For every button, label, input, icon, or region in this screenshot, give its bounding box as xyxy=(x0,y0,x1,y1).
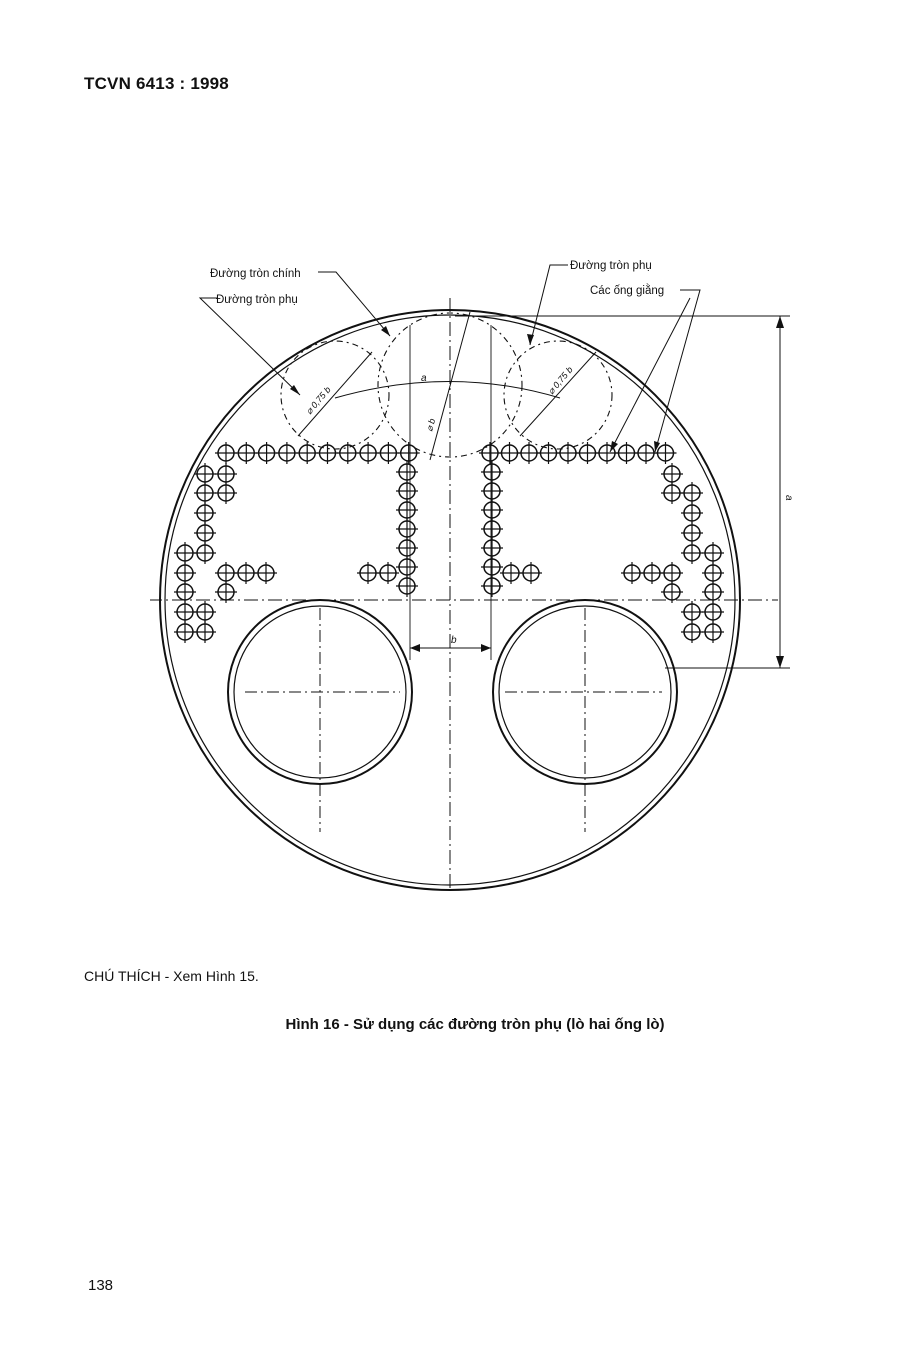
arrow-main-circle xyxy=(381,326,390,336)
figure-caption-wrapper: Hình 16 - Sử dụng các đường tròn phụ (lò… xyxy=(0,1016,898,1033)
main-circle xyxy=(377,312,523,458)
diameter-left-leader xyxy=(297,351,373,437)
dimension-a-horizontal-label: a xyxy=(421,373,427,384)
arrow-dim-a-bottom xyxy=(776,656,784,668)
label-aux-circle-right: Đường tròn phụ xyxy=(570,260,652,272)
label-aux-circle-left: Đường tròn phụ xyxy=(216,294,298,306)
arrow-aux-left xyxy=(290,385,300,395)
technical-drawing: Đường tròn chính Đường tròn phụ Đường tr… xyxy=(150,260,794,891)
label-main-circle: Đường tròn chính xyxy=(210,268,301,280)
diameter-b-leader xyxy=(429,311,471,461)
arrow-stay-2 xyxy=(610,441,618,452)
label-stay-tubes: Các ống giằng xyxy=(590,284,664,297)
dimension-a-vertical-label: a xyxy=(783,495,794,501)
leader-main-circle xyxy=(318,271,391,337)
dimension-b-label: b xyxy=(451,635,457,646)
leader-stay-tubes-2 xyxy=(609,297,691,453)
arrow-aux-right xyxy=(527,334,534,345)
arrow-dim-a-top xyxy=(776,316,784,328)
dimension-a-arc xyxy=(334,381,561,399)
figure-caption: Hình 16 - Sử dụng các đường tròn phụ (lò… xyxy=(285,1016,665,1033)
standard-code: TCVN 6413 : 1998 xyxy=(84,74,229,93)
aux-circle-right xyxy=(503,340,613,450)
diameter-b-label: ⌀ b xyxy=(424,417,437,432)
leader-aux-left xyxy=(198,297,301,396)
stay-tubes-group xyxy=(174,442,724,643)
leader-stay-tubes xyxy=(654,289,701,453)
leader-aux-right xyxy=(529,264,568,346)
arrow-dim-b-right xyxy=(481,644,491,652)
aux-circle-left xyxy=(280,340,390,450)
arrow-dim-b-left xyxy=(410,644,420,652)
note-text: CHÚ THÍCH - Xem Hình 15. xyxy=(84,968,259,984)
diameter-left-label: ⌀ 0,75 b xyxy=(304,385,333,417)
arrow-stay-1 xyxy=(654,441,660,452)
page-number: 138 xyxy=(88,1277,114,1294)
diameter-right-leader xyxy=(519,351,597,437)
